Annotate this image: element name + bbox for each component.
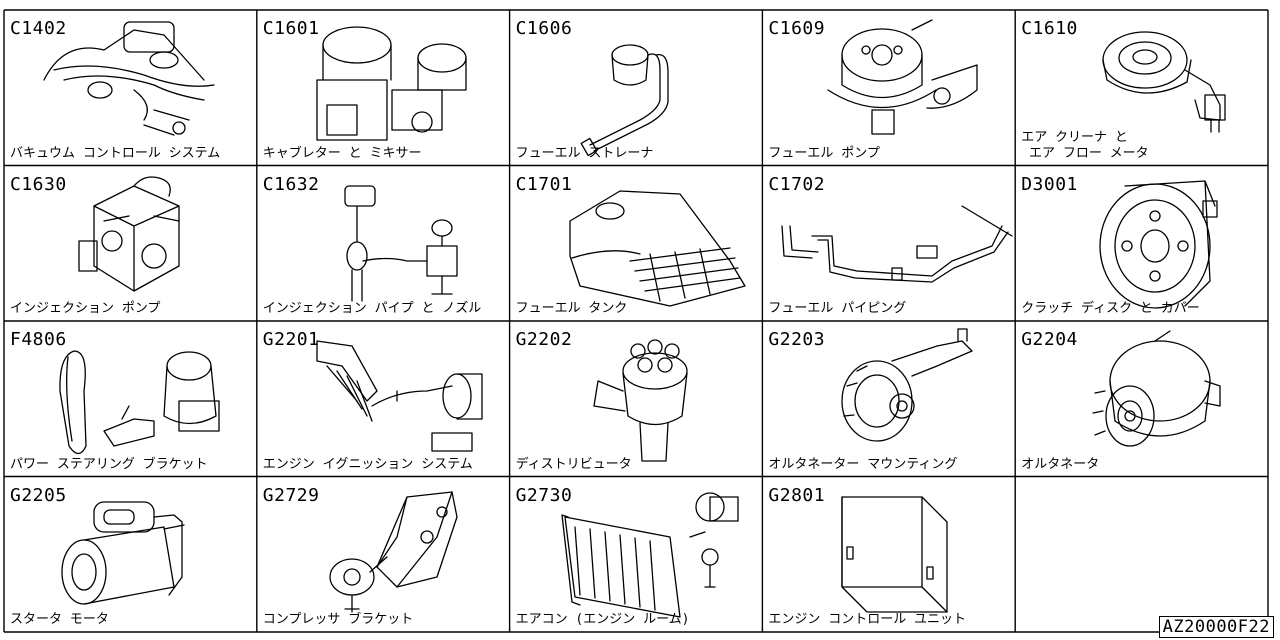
part-cell-g2204[interactable]: G2204 オルタネータ <box>1015 321 1268 477</box>
part-cell-g2730[interactable]: G2730 エアコン (エンジン ルーム) <box>510 477 763 633</box>
carburetor-icon <box>316 26 467 141</box>
part-label: エアコン (エンジン ルーム) <box>515 612 690 627</box>
part-code: G2801 <box>768 484 826 506</box>
fuel-tank-icon <box>568 189 746 307</box>
vacuum-hose-system-icon <box>43 21 215 136</box>
alternator-icon <box>1092 330 1221 447</box>
part-cell-c1610[interactable]: C1610 エア クリーナ と エア フロー メータ <box>1015 10 1268 166</box>
part-code: C1402 <box>10 18 67 39</box>
part-code: G2205 <box>10 484 67 506</box>
part-label: エンジン コントロール ユニット <box>768 612 967 627</box>
part-cell-f4806[interactable]: F4806 パワー ステアリング ブラケット <box>4 321 257 477</box>
part-code: C1609 <box>768 18 826 39</box>
part-code: C1601 <box>262 18 320 39</box>
part-cell-g2729[interactable]: G2729 コンプレッサ ブラケット <box>257 477 510 633</box>
part-cell-c1609[interactable]: C1609 フューエル ポンプ <box>762 10 1015 166</box>
part-code: C1632 <box>262 173 320 195</box>
part-label: バキュウム コントロール システム <box>10 145 221 161</box>
part-label: エア クリーナ と エア フロー メータ <box>1021 129 1149 161</box>
catalog-reference-code: AZ20000F22 <box>1158 616 1274 638</box>
compressor-bracket-icon <box>329 490 458 613</box>
part-cell-g2205[interactable]: G2205 スタータ モータ <box>4 477 257 633</box>
part-label: エンジン イグニッション システム <box>262 456 473 472</box>
part-label: インジェクション ポンプ <box>10 301 161 316</box>
part-code: G2203 <box>768 329 826 350</box>
part-code: F4806 <box>10 329 67 350</box>
part-label: フューエル ポンプ <box>768 145 880 161</box>
injection-pump-icon <box>78 175 180 292</box>
part-label: フューエル タンク <box>515 301 628 316</box>
part-code: G2202 <box>515 329 573 350</box>
clutch-disc-icon <box>1099 179 1218 309</box>
part-label: フューエル パイピング <box>768 301 907 316</box>
part-code: G2201 <box>262 329 320 350</box>
part-cell-c1702[interactable]: C1702 フューエル パイピング <box>762 166 1015 322</box>
part-cell-c1630[interactable]: C1630 インジェクション ポンプ <box>4 166 257 322</box>
part-label: パワー ステアリング ブラケット <box>10 456 208 472</box>
part-label: キャブレター と ミキサー <box>262 145 422 161</box>
part-code: C1630 <box>10 173 67 195</box>
part-cell-g2202[interactable]: G2202 ディストリビュータ <box>510 321 763 477</box>
part-cell-c1701[interactable]: C1701 フューエル タンク <box>510 166 763 322</box>
part-code: G2729 <box>262 484 320 506</box>
starter-motor-icon <box>61 500 185 605</box>
fuel-piping-icon <box>781 204 1014 283</box>
part-code: C1610 <box>1021 18 1078 39</box>
part-code: C1606 <box>515 18 573 39</box>
fuel-pump-icon <box>827 19 979 135</box>
alternator-mount-icon <box>841 328 974 442</box>
part-cell-g2801[interactable]: G2801 エンジン コントロール ユニット <box>762 477 1015 633</box>
part-label: コンプレッサ ブラケット <box>262 612 414 627</box>
part-cell-c1402[interactable]: C1402 バキュウム コントロール システム <box>4 10 257 166</box>
part-code: D3001 <box>1021 173 1078 195</box>
part-label: クラッチ ディスク と カバー <box>1021 301 1200 316</box>
part-label: オルタネータ <box>1021 456 1100 472</box>
part-code: G2730 <box>515 484 573 506</box>
part-cell-c1606[interactable]: C1606 フューエル ストレーナ <box>510 10 763 166</box>
ecu-icon <box>841 495 949 613</box>
part-code: G2204 <box>1021 329 1078 350</box>
part-label: フューエル ストレーナ <box>515 145 654 161</box>
ignition-coil-icon <box>316 340 483 452</box>
distributor-icon <box>592 339 688 462</box>
part-label: ディストリビュータ <box>515 456 632 472</box>
part-label: スタータ モータ <box>10 612 109 627</box>
part-label: オルタネーター マウンティング <box>768 456 958 472</box>
part-cell-c1601[interactable]: C1601 キャブレター と ミキサー <box>257 10 510 166</box>
power-steering-bracket-icon <box>59 350 220 455</box>
air-cleaner-icon <box>1102 31 1226 133</box>
part-label: インジェクション パイプ と ノズル <box>262 301 482 316</box>
fuel-strainer-icon <box>580 44 669 157</box>
part-cell-g2201[interactable]: G2201 エンジン イグニッション システム <box>257 321 510 477</box>
part-cell-c1632[interactable]: C1632 インジェクション パイプ と ノズル <box>257 166 510 322</box>
aircon-condenser-icon <box>560 491 739 618</box>
part-cell-d3001[interactable]: D3001 クラッチ ディスク と カバー <box>1015 166 1268 322</box>
part-code: C1702 <box>768 173 826 195</box>
injection-pipe-nozzle-icon <box>344 184 458 302</box>
part-code: C1701 <box>515 173 573 195</box>
part-cell-g2203[interactable]: G2203 オルタネーター マウンティング <box>762 321 1015 477</box>
